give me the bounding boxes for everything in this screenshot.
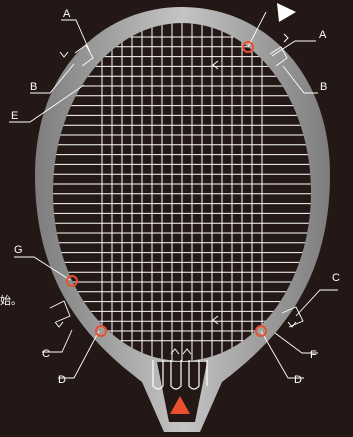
label-b-left: B <box>30 81 37 93</box>
label-d-left: D <box>58 374 66 386</box>
label-d-right: D <box>294 374 302 386</box>
label-a-left: A <box>63 8 71 20</box>
label-a-right: A <box>319 29 327 41</box>
edge-text: 始。 <box>0 293 22 307</box>
label-g: G <box>14 244 23 256</box>
label-f: F <box>310 349 317 361</box>
label-e: E <box>11 110 18 122</box>
label-c-right: C <box>332 272 340 284</box>
label-c-left: C <box>42 348 50 360</box>
label-b-right: B <box>320 81 327 93</box>
